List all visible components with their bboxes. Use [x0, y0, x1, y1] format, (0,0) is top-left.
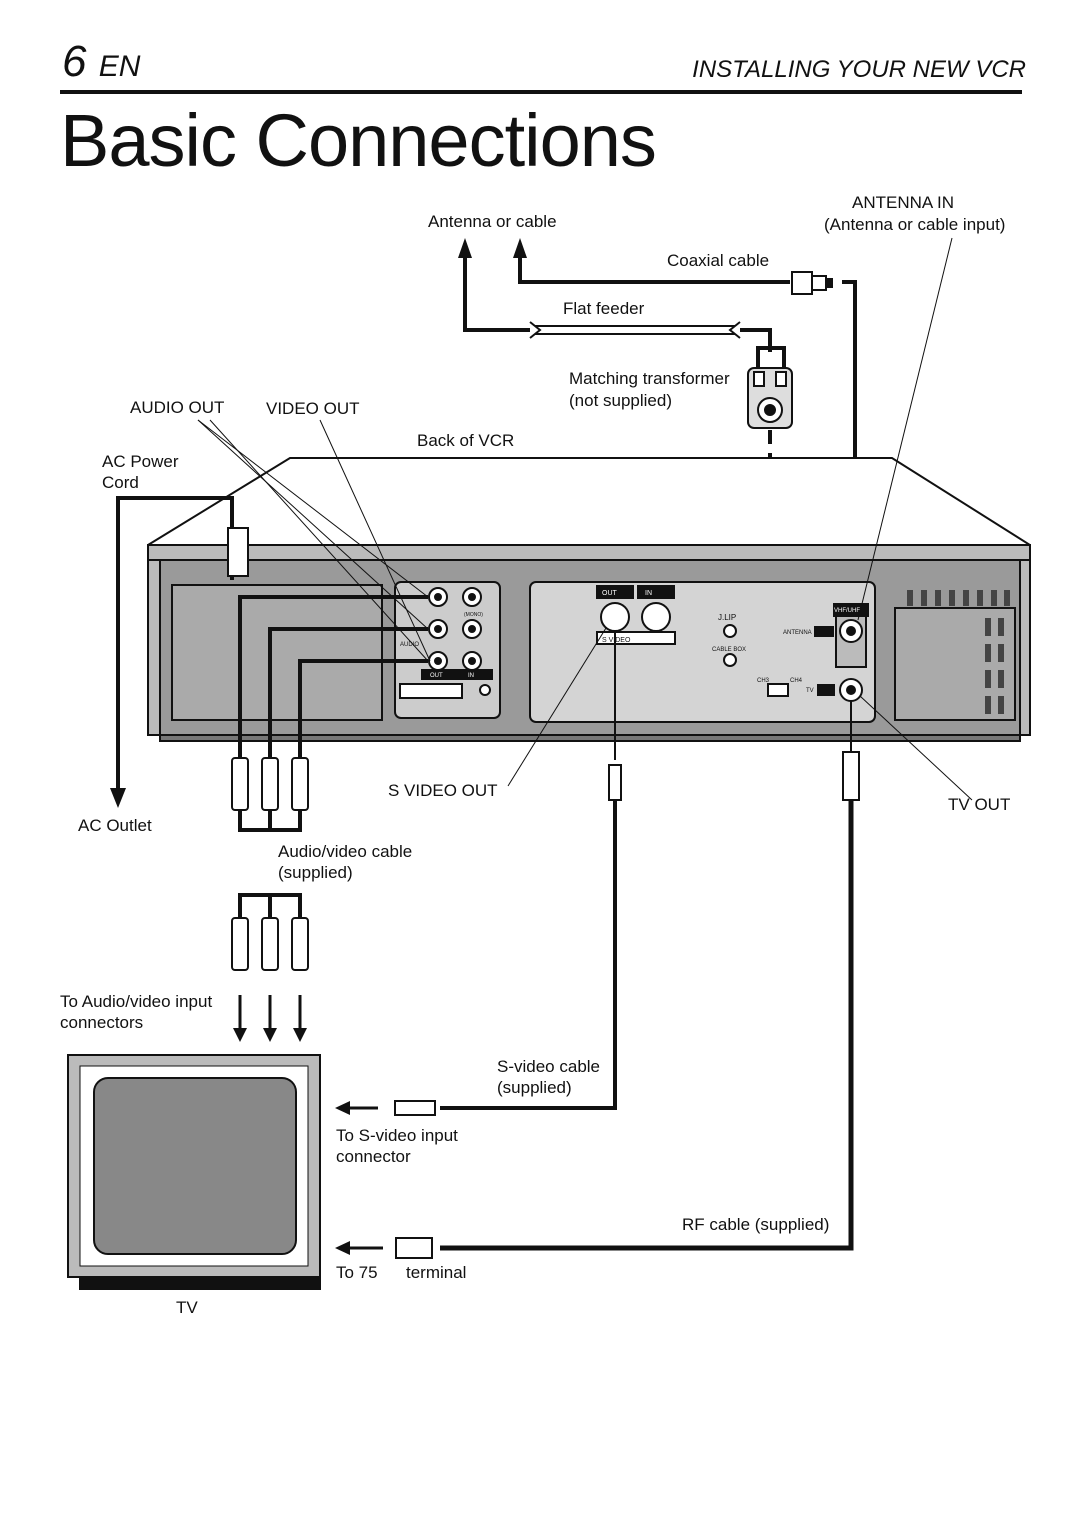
arrow-down-icon [233, 1028, 247, 1042]
svg-text:IN: IN [468, 673, 474, 679]
connectors-label: connectors [60, 1013, 144, 1032]
svg-text:OUT: OUT [430, 673, 443, 679]
tv-out-label: TV OUT [948, 795, 1011, 814]
rf-cable [440, 800, 854, 1251]
terminal-label: terminal [406, 1263, 467, 1282]
svideo-supplied-label: (supplied) [497, 1078, 572, 1097]
connector-label: connector [336, 1147, 411, 1166]
svg-text:CH4: CH4 [790, 678, 803, 684]
video-out-label: VIDEO OUT [266, 399, 360, 418]
svg-text:ANTENNA: ANTENNA [783, 630, 812, 636]
cord-label: Cord [102, 473, 139, 492]
svideo-cable-label: S-video cable [497, 1057, 601, 1076]
to-svideo-input-label: To S-video input [336, 1126, 458, 1145]
svideo-plug-top [608, 764, 622, 801]
rf-jacks [814, 603, 869, 702]
audio-out-label: AUDIO OUT [130, 398, 225, 417]
arrow-up-icon [513, 238, 527, 258]
page-title: Basic Connections [60, 99, 657, 182]
rca-plugs-bottom [231, 917, 309, 971]
svg-text:CH3: CH3 [757, 678, 770, 684]
leader-lines [197, 237, 973, 801]
rf-plug-top [842, 751, 860, 801]
s-video-ports [596, 585, 676, 645]
antenna-in-sub-label: (Antenna or cable input) [824, 215, 1006, 234]
svg-text:(MONO): (MONO) [464, 612, 483, 618]
vcr-body [147, 457, 1031, 742]
av-cable-label: Audio/video cable [278, 842, 413, 861]
arrow-left-icon [335, 1241, 350, 1255]
rf-plug-bottom [395, 1237, 433, 1259]
page-number-block: 6 EN [62, 40, 140, 84]
to-av-input-label: To Audio/video input [60, 992, 213, 1011]
rca-plugs-top [231, 757, 309, 811]
down-arrows [238, 995, 302, 1030]
arrow-down-icon [293, 1028, 307, 1042]
page-lang: EN [98, 50, 141, 83]
svg-text:J.LIP: J.LIP [718, 613, 736, 622]
svg-text:CABLE BOX: CABLE BOX [712, 647, 746, 653]
header-rule [60, 90, 1022, 94]
tv-set [67, 1054, 321, 1290]
page-number: 6 [62, 37, 87, 86]
matching-transformer [747, 346, 793, 429]
svg-text:VHF/UHF: VHF/UHF [834, 608, 860, 614]
ac-outlet-label: AC Outlet [78, 816, 152, 835]
arrow-up-icon [458, 238, 472, 258]
small-jacks [723, 624, 789, 697]
not-supplied-label: (not supplied) [569, 391, 673, 410]
antenna-in-label: ANTENNA IN [852, 193, 955, 212]
flat-feeder [529, 321, 772, 352]
to-75-label: To 75 [336, 1263, 378, 1282]
svideo-cable [440, 800, 617, 1110]
panel-out-label: OUT [602, 590, 618, 597]
flat-feeder-label: Flat feeder [563, 299, 645, 318]
av-cable-wires [238, 595, 428, 920]
matching-transformer-label: Matching transformer [569, 369, 730, 388]
antenna-or-cable-label: Antenna or cable [428, 212, 557, 231]
ac-power-label: AC Power [102, 452, 179, 471]
av-jacks [399, 587, 493, 699]
coax-plug [791, 271, 833, 295]
svideo-plug-bottom [394, 1100, 436, 1116]
vent-slots [907, 590, 1010, 714]
svg-text:TV: TV [806, 688, 814, 694]
svg-text:AUDIO: AUDIO [400, 642, 419, 648]
back-of-vcr-label: Back of VCR [417, 431, 515, 450]
power-cord [116, 496, 249, 790]
arrow-down-icon [263, 1028, 277, 1042]
av-cable-supplied-label: (supplied) [278, 863, 353, 882]
panel-in-label: IN [645, 590, 652, 597]
arrow-down-icon [110, 788, 126, 808]
arrow-left-icon [335, 1101, 350, 1115]
rf-cable-label: RF cable (supplied) [682, 1215, 830, 1234]
svg-text:S VIDEO: S VIDEO [602, 637, 631, 644]
section-title: INSTALLING YOUR NEW VCR [692, 56, 1026, 83]
antenna-arrows [463, 255, 790, 332]
tv-label: TV [176, 1298, 198, 1317]
s-video-out-label: S VIDEO OUT [388, 781, 498, 800]
coaxial-cable-label: Coaxial cable [667, 251, 770, 270]
